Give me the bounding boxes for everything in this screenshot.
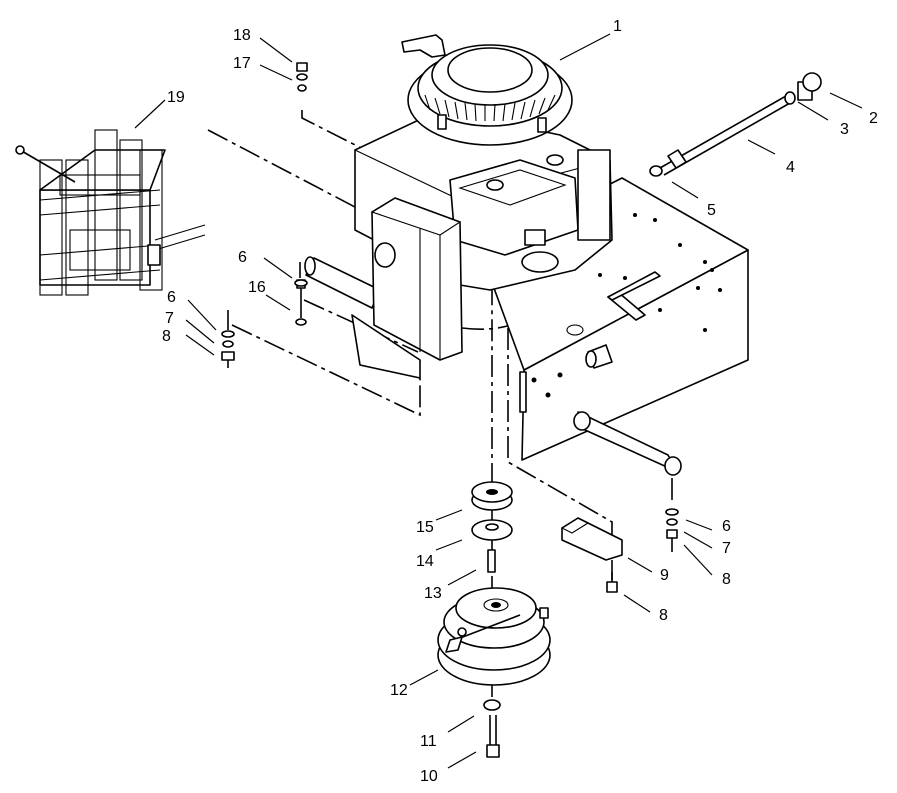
part-1-engine: [354, 34, 613, 291]
callout-8-bracket: 8: [659, 607, 668, 624]
axle-tubes: [304, 256, 682, 476]
part-4-throttle-cable: [659, 95, 791, 176]
callout-labels: 1 2 3 4 5 6 6 6 7 7 8 8 8 9 10 11 12 13 …: [162, 18, 878, 785]
callout-14: 14: [416, 553, 434, 570]
part-6-7-8-right-stack: [665, 508, 679, 552]
callout-3: 3: [840, 121, 849, 138]
part-15-spacer: [471, 481, 513, 511]
part-5-cable-clamp: [649, 165, 663, 177]
part-18-nut: [296, 62, 308, 72]
callout-6-left: 6: [167, 289, 176, 306]
part-11-washer: [483, 699, 501, 711]
callout-8-left: 8: [162, 328, 171, 345]
part-6-7-8-left-stack: [221, 330, 235, 368]
leader-lines: [134, 33, 863, 769]
part-19-battery-cage: [15, 129, 206, 296]
part-13-key: [487, 549, 496, 573]
part-12-electric-clutch: [437, 587, 551, 686]
part-10-bolt: [486, 715, 500, 758]
callout-18: 18: [233, 27, 251, 44]
callout-2: 2: [869, 110, 878, 127]
callout-6-right: 6: [722, 518, 731, 535]
callout-12: 12: [390, 682, 408, 699]
callout-15: 15: [416, 519, 434, 536]
callout-17: 17: [233, 55, 251, 72]
part-8-bolt-bracket: [606, 572, 618, 593]
callout-9: 9: [660, 567, 669, 584]
muffler: [351, 197, 463, 379]
callout-8-right: 8: [722, 571, 731, 588]
part-17-lock-washer: [296, 73, 308, 92]
part-6-washer-left-upper: [294, 279, 308, 287]
part-9-bracket: [560, 517, 623, 561]
callout-13: 13: [424, 585, 442, 602]
part-3-cable-nut: [784, 91, 796, 105]
callout-11: 11: [420, 733, 437, 750]
callout-7-left: 7: [165, 310, 174, 327]
callout-4: 4: [786, 159, 795, 176]
callout-10: 10: [420, 768, 438, 785]
callout-19: 19: [167, 89, 185, 106]
callout-1: 1: [613, 18, 622, 35]
callout-6-upper-left: 6: [238, 249, 247, 266]
part-14-washer: [471, 519, 513, 541]
callout-16: 16: [248, 279, 266, 296]
callout-7-right: 7: [722, 540, 731, 557]
callout-5: 5: [707, 202, 716, 219]
part-2-control-knob: [797, 72, 822, 101]
